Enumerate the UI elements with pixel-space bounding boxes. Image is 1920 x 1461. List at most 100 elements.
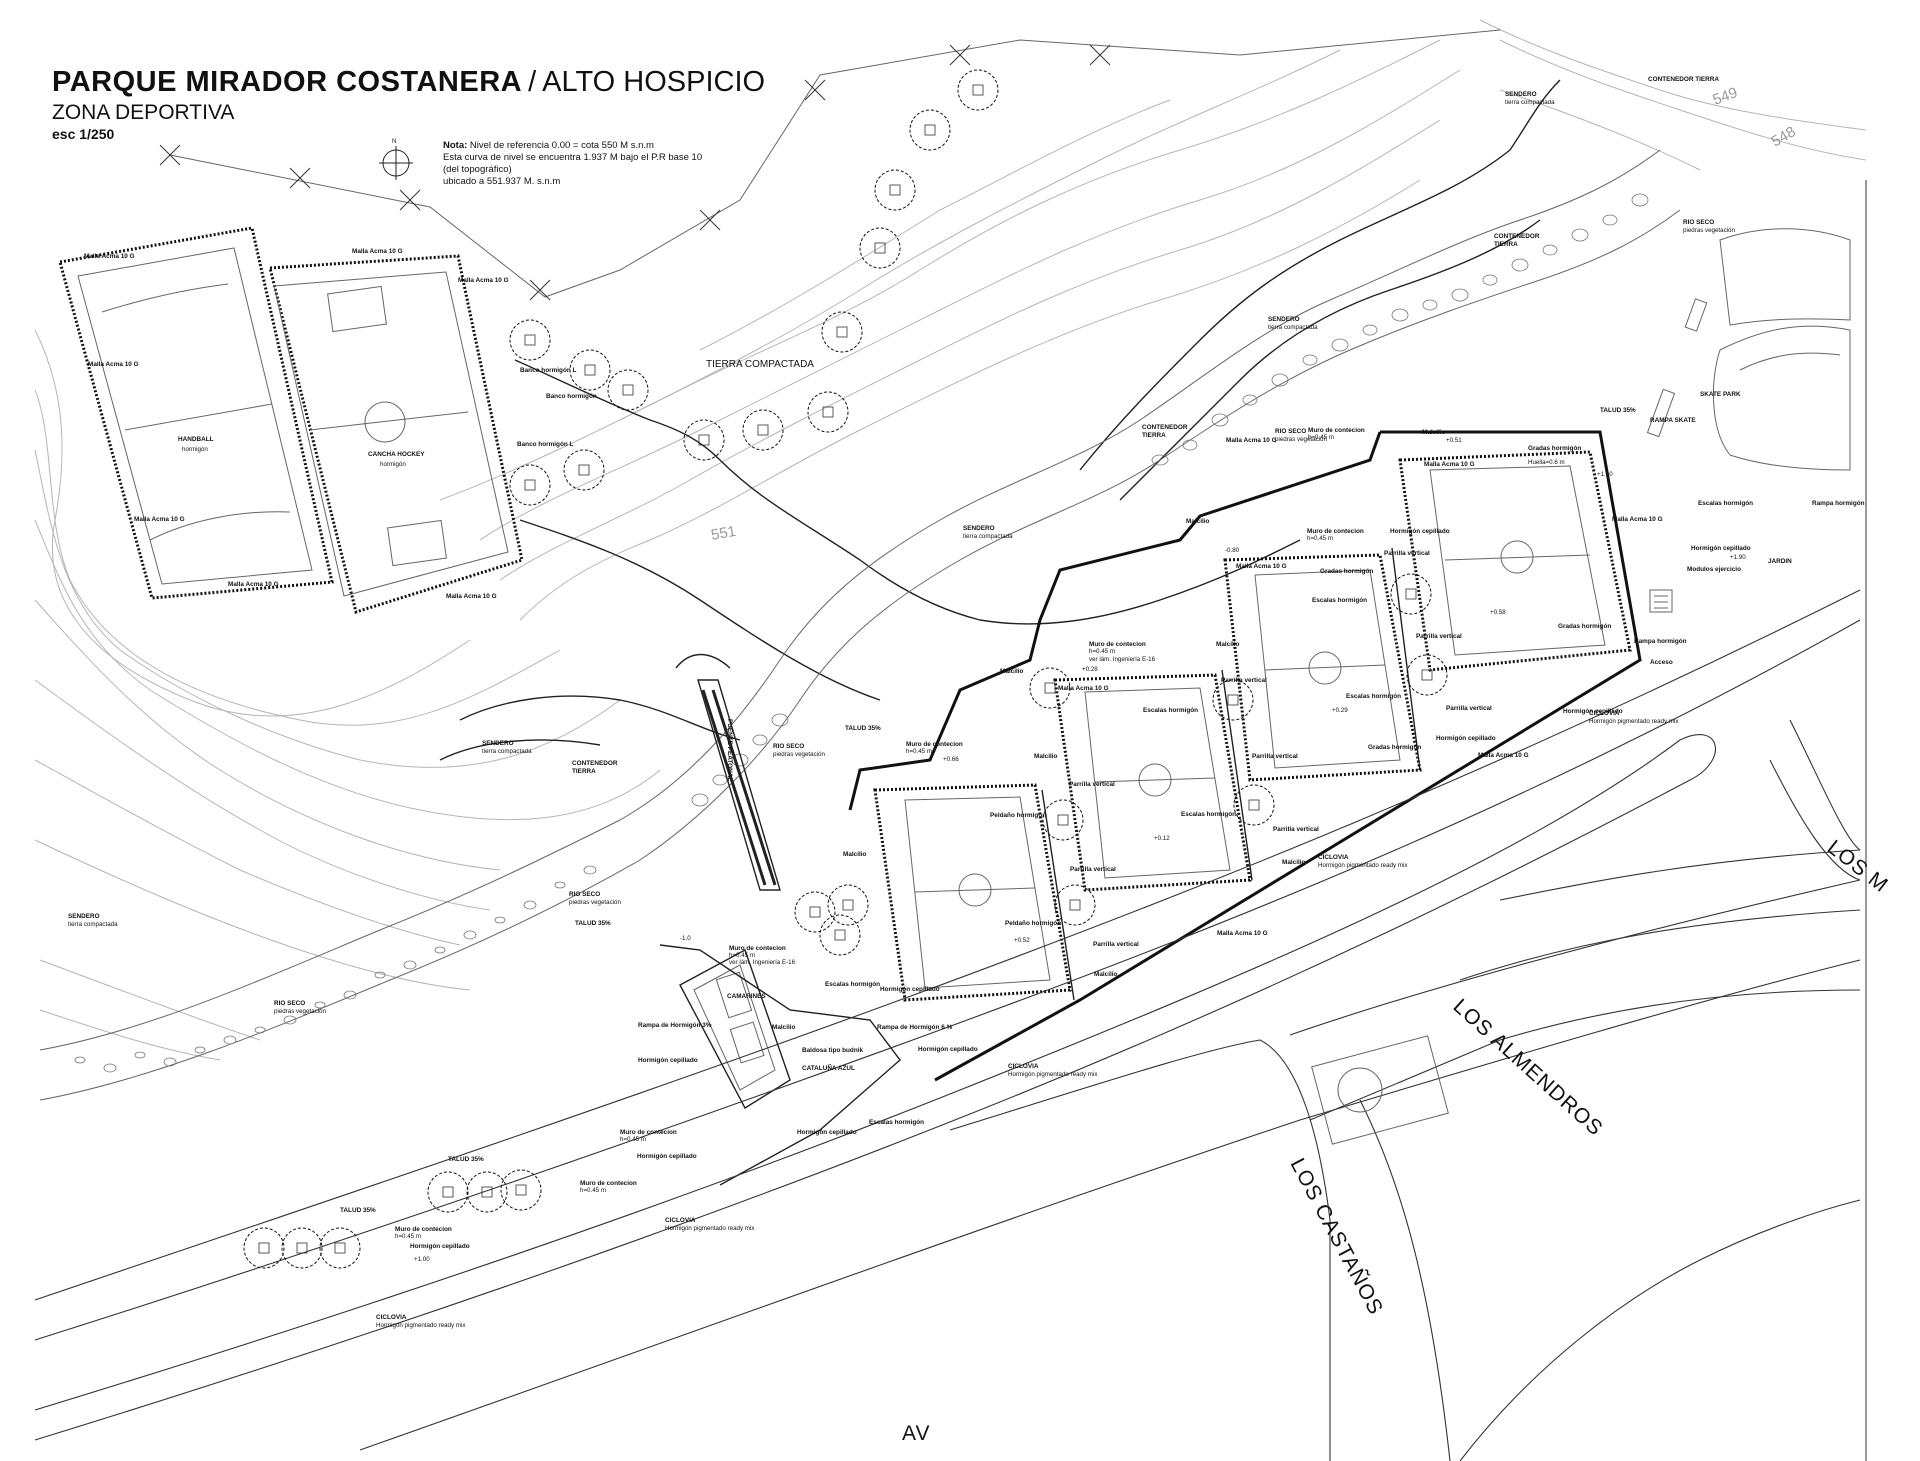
parrilla-7: Parrilla vertical (1273, 826, 1319, 833)
malcilio-6: Malcilio (843, 851, 867, 858)
huella-1: Huella=0.6 m (1528, 459, 1565, 466)
talud-label-1: TALUD 35% (845, 725, 881, 732)
annotations: TIERRA COMPACTADA Banco hormigón L Banco… (68, 76, 1865, 1329)
hormigon-cep-2: Hormigón cepillado (1436, 735, 1496, 742)
escalas-4: Escalas hormigón (1181, 811, 1236, 818)
banco-l-label-2: Banco hormigón L (517, 441, 574, 448)
title-location: ALTO HOSPICIO (542, 66, 766, 98)
malla-label-14: Malla Acma 10 G (1612, 516, 1663, 523)
rampa-h-label: Rampa hormigón (1812, 500, 1865, 507)
sendero-label-4: SENDERO (482, 740, 514, 747)
piedras-label-5: piedras vegetación (274, 1008, 326, 1015)
hockey-surface: hormigón (380, 461, 406, 468)
hormigon-cep-6: Hormigón cepillado (918, 1046, 978, 1053)
baldosa-label: Baldosa tipo budnik (802, 1047, 864, 1054)
malla-label-3: Malla Acma 10 G (134, 516, 185, 523)
level-12: +1.90 (1730, 554, 1746, 561)
rampa6-label: Rampa de Hormigón 6 % (877, 1024, 953, 1031)
escalas-7: Escalas hormigón (1698, 500, 1753, 507)
handball-label: HANDBALL (178, 436, 214, 443)
malla-label-10: Malla Acma 10 G (1236, 563, 1287, 570)
street-los-m: LOS M (1823, 836, 1893, 897)
escalas-2: Escalas hormigón (1346, 693, 1401, 700)
level-5: +0.66 (943, 756, 959, 763)
street-los-castanos: LOS CASTAÑOS (1286, 1154, 1389, 1319)
note-line-2: Esta curva de nivel se encuentra 1.937 M… (443, 152, 703, 163)
parrilla-1: Parrilla vertical (1384, 550, 1430, 557)
muro-label-5: Muro de contecion (729, 945, 786, 952)
acceso-label: Acceso (1650, 659, 1673, 666)
peldano-1: Peldaño hormigón (990, 812, 1046, 819)
talud-label-5: TALUD 35% (1600, 407, 1636, 414)
page-subtitle: ZONA DEPORTIVA (52, 101, 235, 124)
sendero-label-2: SENDERO (1268, 316, 1300, 323)
paths (439, 79, 1561, 761)
tierra-label-5: TIERRA (572, 768, 596, 775)
hormigon-cep-10: Hormigón cepillado (1691, 545, 1751, 552)
camarines-building (659, 944, 901, 1186)
ciclovia-sub-4: Hormigón pigmentado ready mix (665, 1225, 755, 1232)
sendero-label-3: SENDERO (963, 525, 995, 532)
malla-label-11: Malla Acma 10 G (1058, 685, 1109, 692)
street-av: AV (902, 1422, 930, 1445)
contour-549: 549 (1711, 84, 1740, 109)
level-4: +0.28 (1082, 666, 1098, 673)
malla-label-1: Malla Acma 10 G (84, 253, 135, 260)
ver-ing-5: ver lám. Ingeniería E-16 (729, 959, 796, 966)
muro-label-3: Muro de contecion (1089, 641, 1146, 648)
sendero-sub-5: tierra compactada (68, 921, 118, 928)
sendero-label-5: SENDERO (68, 913, 100, 920)
rio-seco-band (39, 149, 1681, 1101)
peldano-2: Peldaño hormigón (1005, 920, 1061, 927)
pedestrian-bridge (675, 653, 781, 891)
hockey-label: CANCHA HOCKEY (368, 451, 425, 458)
malcilio-8: Malcilio (1094, 971, 1118, 978)
piedras-label-3: piedras vegetación (773, 751, 826, 758)
talud-label-2: TALUD 35% (575, 920, 611, 927)
hormigon-cep-1: Hormigón cepillado (1390, 528, 1450, 535)
malla-label-5: Malla Acma 10 G (352, 248, 403, 255)
ciclovia-sub-2: Hormigón pigmentado ready mix (1318, 862, 1408, 869)
hormigon-cep-3: Hormigón cepillado (1563, 708, 1623, 715)
jardin-label: JARDIN (1768, 558, 1792, 565)
malcilio-5: Malcilio (1034, 753, 1058, 760)
contenedor-label-5: CONTENEDOR (572, 760, 618, 767)
north-arrow: N (379, 138, 413, 180)
malcilio-9: Malcilio (772, 1024, 796, 1031)
ciclovia-sub-3: Hormigón pigmentado ready mix (1008, 1071, 1098, 1078)
rio-seco-label-2: RIO SECO (1683, 219, 1714, 226)
escalas-5: Escalas hormigón (825, 981, 880, 988)
malcilio-7: Malcilio (1282, 859, 1306, 866)
handball-court: HANDBALL hormigón Malla Acma 10 G Malla … (58, 226, 334, 600)
ciclovia-1: CICLOVIA (1589, 710, 1620, 717)
muro-label-7: Muro de contecion (580, 1180, 637, 1187)
level-2: +1.40 (1597, 471, 1613, 478)
muro-h-6: h=0.45 m (620, 1136, 646, 1143)
note-heading: Nota: (443, 140, 468, 151)
ciclovia-3: CICLOVIA (1008, 1063, 1039, 1070)
malla-label-7: Malla Acma 10 G (446, 593, 497, 600)
ciclovia-sub-5: Hormigón pigmentado ready mix (376, 1322, 466, 1329)
muro-h-7: h=0.45 m (580, 1187, 606, 1194)
level-9: +0.58 (1490, 609, 1506, 616)
malla-label-6: Malla Acma 10 G (458, 277, 509, 284)
skate-park (1646, 228, 1851, 613)
talud-label-4: TALUD 35% (340, 1207, 376, 1214)
parrilla-3: Parrilla vertical (1252, 753, 1298, 760)
drawing-scale: esc 1/250 (52, 126, 115, 142)
malla-label-13: Malla Acma 10 G (1217, 930, 1268, 937)
tierra-label-3: TIERRA (1142, 432, 1166, 439)
malla-label-2: Malla Acma 10 G (88, 361, 139, 368)
hormigon-cep-5: Hormigón cepillado (638, 1057, 698, 1064)
tierra-compactada-label: TIERRA COMPACTADA (706, 359, 814, 370)
parrilla-6: Parrilla vertical (1093, 941, 1139, 948)
contour-548: 548 (1769, 123, 1799, 150)
gradas-1: Gradas hormigón (1528, 445, 1581, 452)
parrilla-2: Parrilla vertical (1221, 677, 1267, 684)
malla-label-8: Malla Acma 10 G (1226, 437, 1277, 444)
rio-seco-label-4: RIO SECO (569, 891, 600, 898)
hormigon-cep-9: Hormigón cepillado (410, 1243, 470, 1250)
level-6: +0.52 (1014, 937, 1030, 944)
gradas-2: Gradas hormigón (1320, 568, 1373, 575)
